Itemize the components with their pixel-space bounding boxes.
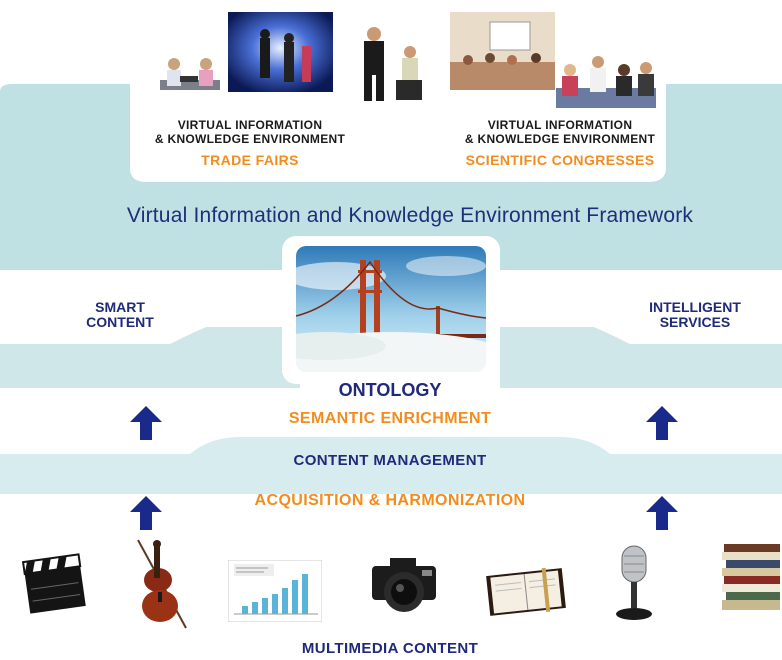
ontology-label: ONTOLOGY [338,380,442,400]
acquisition-harmonization-label: ACQUISITION & HARMONIZATION [254,492,526,509]
clapperboard-icon [21,553,86,614]
camera-icon [372,558,436,612]
trade-fairs-label: TRADE FAIRS [201,152,299,168]
content-management-label: CONTENT MANAGEMENT [293,452,487,469]
trade-fair-crowd-photo [228,12,333,92]
scientific-congresses-label: SCIENTIFIC CONGRESSES [465,152,655,168]
up-arrow-icon [646,496,678,530]
semantic-enrichment-label: SEMANTIC ENRICHMENT [288,410,492,427]
team-discussion-photo [556,48,656,108]
content-management-band [0,437,782,494]
up-arrow-icon [130,496,162,530]
multimedia-content-label: MULTIMEDIA CONTENT [301,640,479,657]
framework-title: Virtual Information and Knowledge Enviro… [126,204,694,227]
book-stack-icon [722,544,780,610]
notebook-icon [486,567,566,616]
microphone-icon [616,545,652,620]
congress-room-photo [450,12,555,90]
handshake-photo [352,22,432,107]
chart-document-icon [228,560,322,622]
services-band-right [500,327,782,388]
smart-content-label: SMART CONTENT [86,299,154,330]
business-meeting-photo [150,52,230,102]
services-band [0,327,300,388]
framework-band [0,84,782,270]
left-environment-caption: VIRTUAL INFORMATION & KNOWLEDGE ENVIRONM… [154,118,346,146]
right-environment-caption: VIRTUAL INFORMATION & KNOWLEDGE ENVIRONM… [464,118,656,146]
intelligent-services-label: INTELLIGENT SERVICES [649,299,741,330]
up-arrow-icon [646,406,678,440]
bridge-image [296,246,486,372]
up-arrow-icon [130,406,162,440]
violin-icon [137,539,187,629]
